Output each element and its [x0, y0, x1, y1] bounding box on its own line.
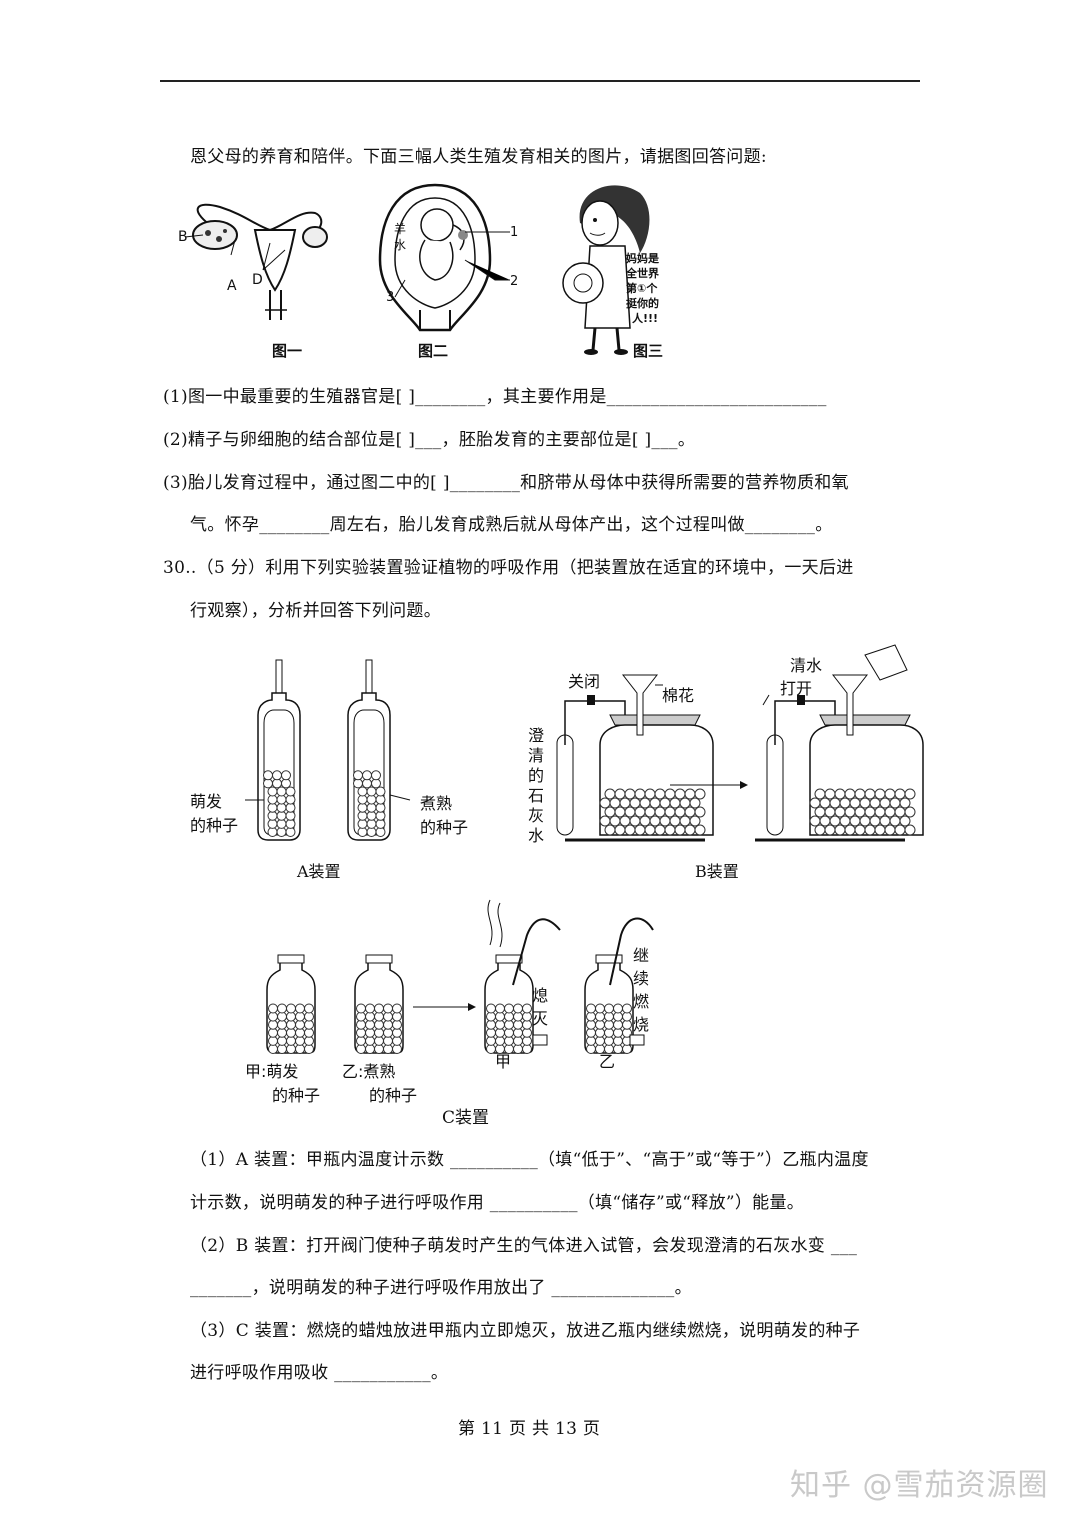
answer-2a: （2）B 装置：打开阀门使种子萌发时产生的气体进入试管，会发现澄清的石灰水变 _…	[190, 1236, 858, 1256]
device-c-jia-label-2: 的种子	[272, 1086, 321, 1105]
device-b-limewater-1: 澄	[528, 726, 545, 745]
device-b-limewater-5: 灰	[528, 806, 545, 825]
q29-item-3b: 气。怀孕________周左右，胎儿发育成熟后就从母体产出，这个过程叫做____…	[190, 515, 833, 535]
fig3-text-2: 全世界	[626, 267, 659, 280]
q29-item-3a: (3)胎儿发育过程中，通过图二中的[ ]________和脐带从母体中获得所需要…	[163, 473, 849, 493]
device-c-yi-label-2: 的种子	[369, 1086, 418, 1105]
page-footer: 第 11 页 共 13 页	[458, 1419, 601, 1439]
device-a-left-label-1: 萌发	[190, 792, 223, 811]
device-b-limewater-4: 石	[528, 786, 545, 805]
fig2-label-2: 2	[510, 274, 519, 289]
fig3-text-4: 挺你的	[626, 297, 659, 310]
device-c-keep-2: 续	[633, 969, 650, 988]
q29-item-1: (1)图一中最重要的生殖器官是[ ]________，其主要作用是_______…	[163, 387, 827, 407]
fig2-label-shui: 水	[394, 238, 407, 252]
figure-2-fetus	[378, 183, 510, 332]
device-a-left-label-2: 的种子	[190, 816, 239, 835]
device-c-bottles	[266, 899, 654, 1054]
device-b-limewater-6: 水	[528, 826, 545, 845]
device-b-limewater-3: 的	[528, 766, 545, 785]
device-b-cotton-label: 棉花	[662, 686, 695, 705]
fig1-label-d: D	[252, 272, 263, 288]
fig1-label-b: B	[178, 229, 188, 245]
figure-3-mother-cartoon	[562, 185, 650, 355]
device-c-jia-label-1: 甲:萌发	[245, 1062, 299, 1081]
fig3-text-5: 人!!!	[632, 312, 659, 325]
fig3-text-3: 第①个	[626, 282, 658, 295]
q30-line-1: 30..（5 分）利用下列实验装置验证植物的呼吸作用（把装置放在适宜的环境中，一…	[163, 558, 854, 578]
device-c-yi-label-1: 乙:煮熟	[342, 1062, 396, 1081]
watermark: 知乎 @雪茄资源圈	[790, 1468, 1049, 1503]
fig3-caption: 图三	[633, 342, 664, 360]
device-c-jia: 甲	[495, 1052, 512, 1071]
fig2-label-1: 1	[510, 225, 519, 240]
device-a-thermos-bottles	[245, 659, 411, 841]
answer-3b: 进行呼吸作用吸收 ___________。	[190, 1363, 449, 1383]
fig1-label-a: A	[227, 278, 237, 294]
device-b-jars	[556, 644, 924, 842]
fig3-text-1: 妈妈是	[626, 252, 659, 265]
device-c-caption: C装置	[442, 1108, 490, 1128]
fig2-caption: 图二	[418, 342, 449, 360]
intro-text: 恩父母的养育和陪伴。下面三幅人类生殖发育相关的图片，请据图回答问题:	[190, 147, 767, 167]
device-b-close-label: 关闭	[568, 672, 601, 691]
device-b-limewater-2: 清	[528, 746, 545, 765]
answer-3a: （3）C 装置：燃烧的蜡烛放进甲瓶内立即熄灭，放进乙瓶内继续燃烧，说明萌发的种子	[190, 1321, 861, 1341]
device-a-right-label-1: 煮熟	[420, 794, 453, 813]
header-rule	[160, 80, 920, 82]
fig2-label-3: 3	[386, 290, 395, 305]
device-a-right-label-2: 的种子	[420, 818, 469, 837]
device-a-caption: A装置	[297, 862, 341, 881]
device-c-out-1: 熄	[532, 986, 549, 1005]
q30-line-2: 行观察），分析并回答下列问题。	[190, 601, 441, 621]
answer-1a: （1）A 装置：甲瓶内温度计示数 __________（填“低于”、“高于”或“…	[190, 1150, 869, 1170]
device-c-out-2: 灭	[532, 1009, 549, 1028]
answer-2b: _______，说明萌发的种子进行呼吸作用放出了 ______________。	[190, 1278, 692, 1298]
device-c-keep-1: 继	[633, 946, 650, 965]
device-b-open-label: 打开	[780, 679, 813, 698]
device-b-water-label: 清水	[790, 656, 823, 675]
figure-1-reproductive-organs	[184, 203, 328, 320]
fig2-label-yang: 羊	[394, 222, 407, 236]
device-c-keep-4: 烧	[633, 1015, 650, 1034]
device-b-caption: B装置	[695, 862, 739, 881]
fig1-caption: 图一	[272, 342, 303, 360]
answer-1b: 计示数，说明萌发的种子进行呼吸作用 __________（填“储存”或“释放”）…	[190, 1193, 805, 1213]
device-c-yi: 乙	[599, 1052, 616, 1071]
q29-item-2: (2)精子与卵细胞的结合部位是[ ]___，胚胎发育的主要部位是[ ]___。	[163, 430, 696, 450]
device-c-keep-3: 燃	[633, 992, 650, 1011]
